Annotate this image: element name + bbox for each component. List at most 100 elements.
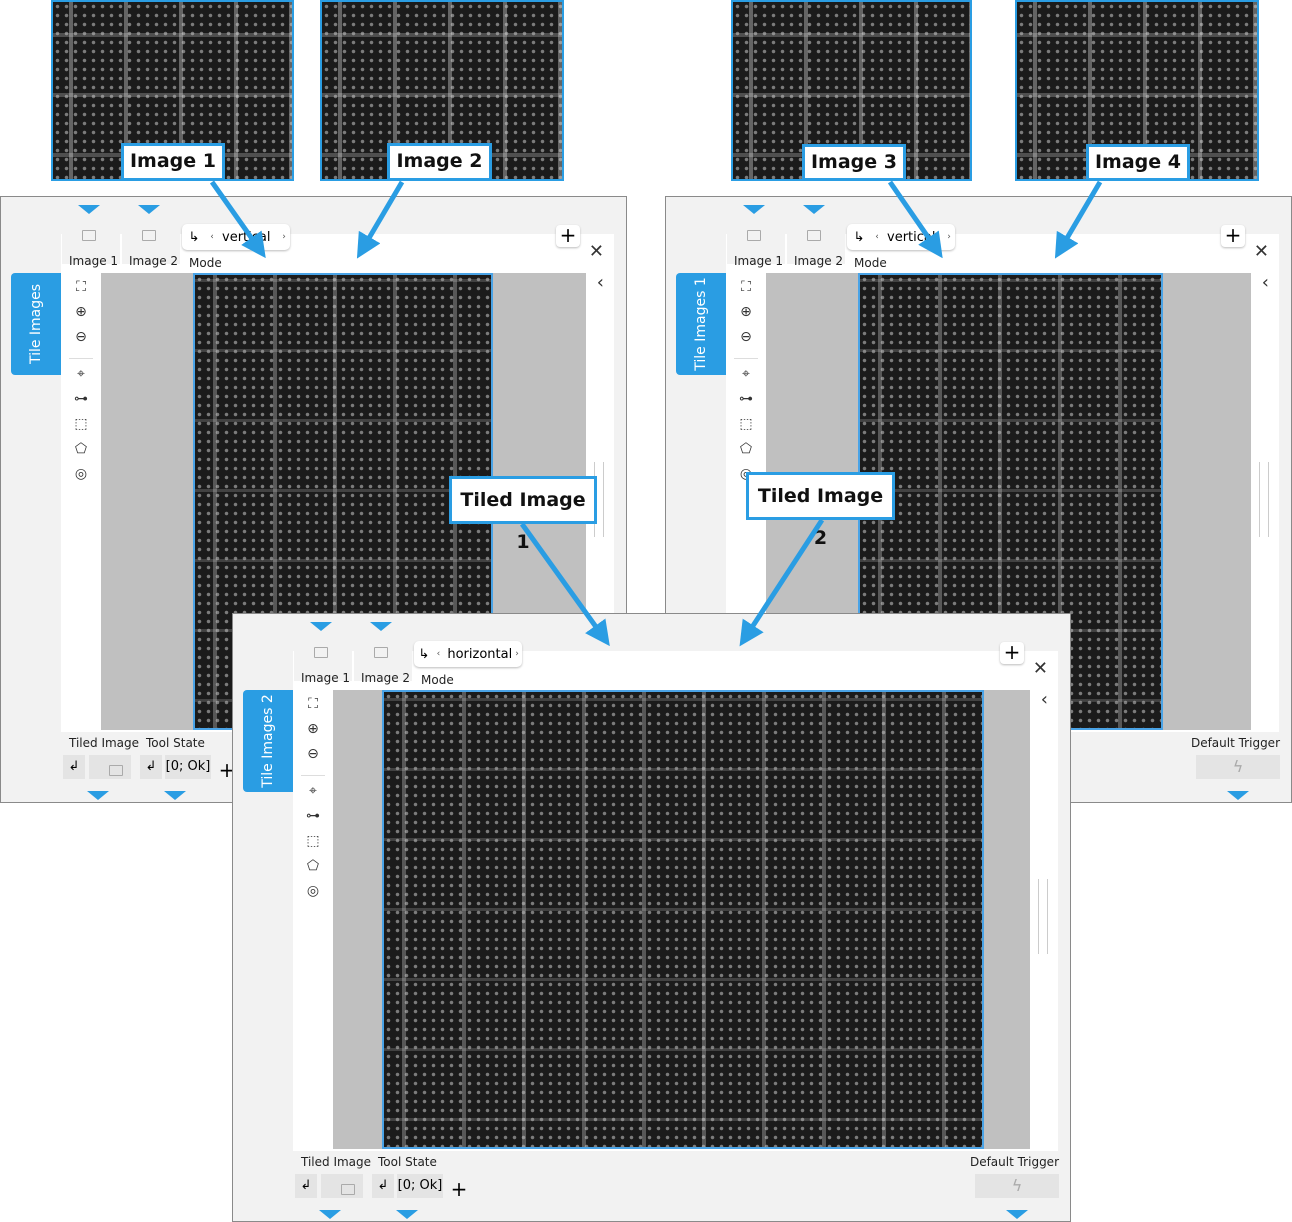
link-arrow-icon: ↳ xyxy=(853,229,865,245)
image-icon xyxy=(109,765,123,776)
circle-icon[interactable]: ◎ xyxy=(306,883,320,899)
next-option-button[interactable]: › xyxy=(282,232,286,242)
input-port-image-1[interactable] xyxy=(310,622,332,631)
output-label: Tiled Image xyxy=(301,1155,372,1169)
mode-value: horizontal xyxy=(447,646,513,662)
output-port-tiled-image[interactable] xyxy=(87,791,109,800)
panel-title: Tile Images 1 xyxy=(693,277,709,371)
next-option-button[interactable]: › xyxy=(515,649,519,659)
default-trigger-button[interactable]: ϟ xyxy=(1196,755,1280,779)
image-icon xyxy=(747,230,761,241)
mode-selector[interactable]: ↳‹vertical› xyxy=(847,224,955,250)
input-image-1[interactable] xyxy=(62,220,120,264)
tool-state-output[interactable]: [0; Ok] xyxy=(165,755,211,779)
tiled-image-output[interactable] xyxy=(321,1174,363,1198)
link-down-icon[interactable]: ↲ xyxy=(63,755,85,779)
add-output-button[interactable]: + xyxy=(450,1177,468,1201)
prev-option-button[interactable]: ‹ xyxy=(436,649,441,659)
output-port-tool-state[interactable] xyxy=(396,1210,418,1219)
input-port-image-1[interactable] xyxy=(78,205,100,214)
add-input-button[interactable]: + xyxy=(556,225,580,247)
tile-images-2-panel: Tile Images 2 Image 1 Image 2 ↳‹horizont… xyxy=(232,613,1071,1222)
mode-label: Mode xyxy=(854,256,887,270)
zoom-in-icon[interactable]: ⊕ xyxy=(75,304,87,320)
link-arrow-icon: ↳ xyxy=(418,646,430,662)
line-icon[interactable]: ⊶ xyxy=(739,391,753,407)
input-port-image-2[interactable] xyxy=(370,622,392,631)
line-icon[interactable]: ⊶ xyxy=(74,391,88,407)
rectangle-icon[interactable]: ⬚ xyxy=(739,416,753,432)
prev-option-button[interactable]: ‹ xyxy=(210,232,214,242)
crosshair-icon[interactable]: ⌖ xyxy=(309,783,317,799)
output-port-tool-state[interactable] xyxy=(164,791,186,800)
polygon-icon[interactable]: ⬠ xyxy=(306,858,320,874)
zoom-out-icon[interactable]: ⊖ xyxy=(740,329,752,345)
zoom-in-icon[interactable]: ⊕ xyxy=(307,721,319,737)
zoom-out-icon[interactable]: ⊖ xyxy=(75,329,87,345)
input-image-1[interactable] xyxy=(294,637,352,681)
collapse-chevron-icon[interactable]: ‹ xyxy=(1261,272,1269,293)
callout-image-2: Image 2 xyxy=(387,143,492,181)
add-input-button[interactable]: + xyxy=(1000,642,1024,664)
crosshair-icon[interactable]: ⌖ xyxy=(742,366,750,382)
link-down-icon[interactable]: ↲ xyxy=(140,755,162,779)
next-option-button[interactable]: › xyxy=(947,232,951,242)
input-port-image-1[interactable] xyxy=(743,205,765,214)
viewer-toolbar: ⛶ ⊕ ⊖ ⌖ ⊶ ⬚ ⬠ ◎ xyxy=(295,696,331,908)
output-port-trigger[interactable] xyxy=(1006,1210,1028,1219)
input-label: Image 1 xyxy=(734,254,784,268)
add-output-button[interactable]: + xyxy=(218,758,236,782)
crosshair-icon[interactable]: ⌖ xyxy=(77,366,85,382)
input-image-2[interactable] xyxy=(122,220,180,264)
resize-grip[interactable] xyxy=(1038,879,1048,954)
rectangle-icon[interactable]: ⬚ xyxy=(74,416,88,432)
panel-title-tab[interactable]: Tile Images 1 xyxy=(676,273,726,375)
callout-image-4: Image 4 xyxy=(1086,144,1190,181)
rectangle-icon[interactable]: ⬚ xyxy=(306,833,320,849)
default-trigger-button[interactable]: ϟ xyxy=(975,1174,1059,1198)
zoom-out-icon[interactable]: ⊖ xyxy=(307,746,319,762)
collapse-chevron-icon[interactable]: ‹ xyxy=(1040,689,1048,710)
fit-view-icon[interactable]: ⛶ xyxy=(741,279,751,295)
output-port-trigger[interactable] xyxy=(1227,791,1249,800)
panel-title-tab[interactable]: Tile Images 2 xyxy=(243,690,293,792)
polygon-icon[interactable]: ⬠ xyxy=(74,441,88,457)
input-image-1[interactable] xyxy=(727,220,785,264)
collapse-chevron-icon[interactable]: ‹ xyxy=(596,272,604,293)
input-image-2[interactable] xyxy=(787,220,845,264)
zoom-in-icon[interactable]: ⊕ xyxy=(740,304,752,320)
close-icon[interactable]: ✕ xyxy=(1253,241,1269,262)
mode-value: vertical xyxy=(222,229,271,245)
callout-image-1: Image 1 xyxy=(121,143,225,181)
input-port-image-2[interactable] xyxy=(138,205,160,214)
line-icon[interactable]: ⊶ xyxy=(306,808,320,824)
mode-selector[interactable]: ↳ ‹ horizontal› xyxy=(414,641,522,667)
trigger-label: Default Trigger xyxy=(1190,736,1280,750)
mode-label: Mode xyxy=(189,256,222,270)
add-input-button[interactable]: + xyxy=(1221,225,1245,247)
output-port-tiled-image[interactable] xyxy=(319,1210,341,1219)
input-image-2[interactable] xyxy=(354,637,412,681)
fit-view-icon[interactable]: ⛶ xyxy=(76,279,86,295)
mode-selector[interactable]: ↳ ‹ vertical › xyxy=(182,224,290,250)
tiled-image-output[interactable] xyxy=(89,755,131,779)
polygon-icon[interactable]: ⬠ xyxy=(739,441,753,457)
image-icon xyxy=(807,230,821,241)
panel-title-tab[interactable]: Tile Images xyxy=(11,273,61,375)
close-icon[interactable]: ✕ xyxy=(588,241,604,262)
image-viewer[interactable] xyxy=(333,690,1030,1149)
panel-title: Tile Images xyxy=(28,283,44,365)
image-icon xyxy=(341,1184,355,1195)
fit-view-icon[interactable]: ⛶ xyxy=(308,696,318,712)
close-icon[interactable]: ✕ xyxy=(1032,658,1048,679)
circle-icon[interactable]: ◎ xyxy=(74,466,88,482)
resize-grip[interactable] xyxy=(1259,462,1269,537)
prev-option-button[interactable]: ‹ xyxy=(875,232,879,242)
input-port-image-2[interactable] xyxy=(803,205,825,214)
link-down-icon[interactable]: ↲ xyxy=(372,1174,394,1198)
link-arrow-icon: ↳ xyxy=(188,229,200,245)
tool-state-output[interactable]: [0; Ok] xyxy=(397,1174,443,1198)
toolbar-separator xyxy=(301,775,325,783)
link-down-icon[interactable]: ↲ xyxy=(295,1174,317,1198)
input-label: Image 2 xyxy=(129,254,179,268)
